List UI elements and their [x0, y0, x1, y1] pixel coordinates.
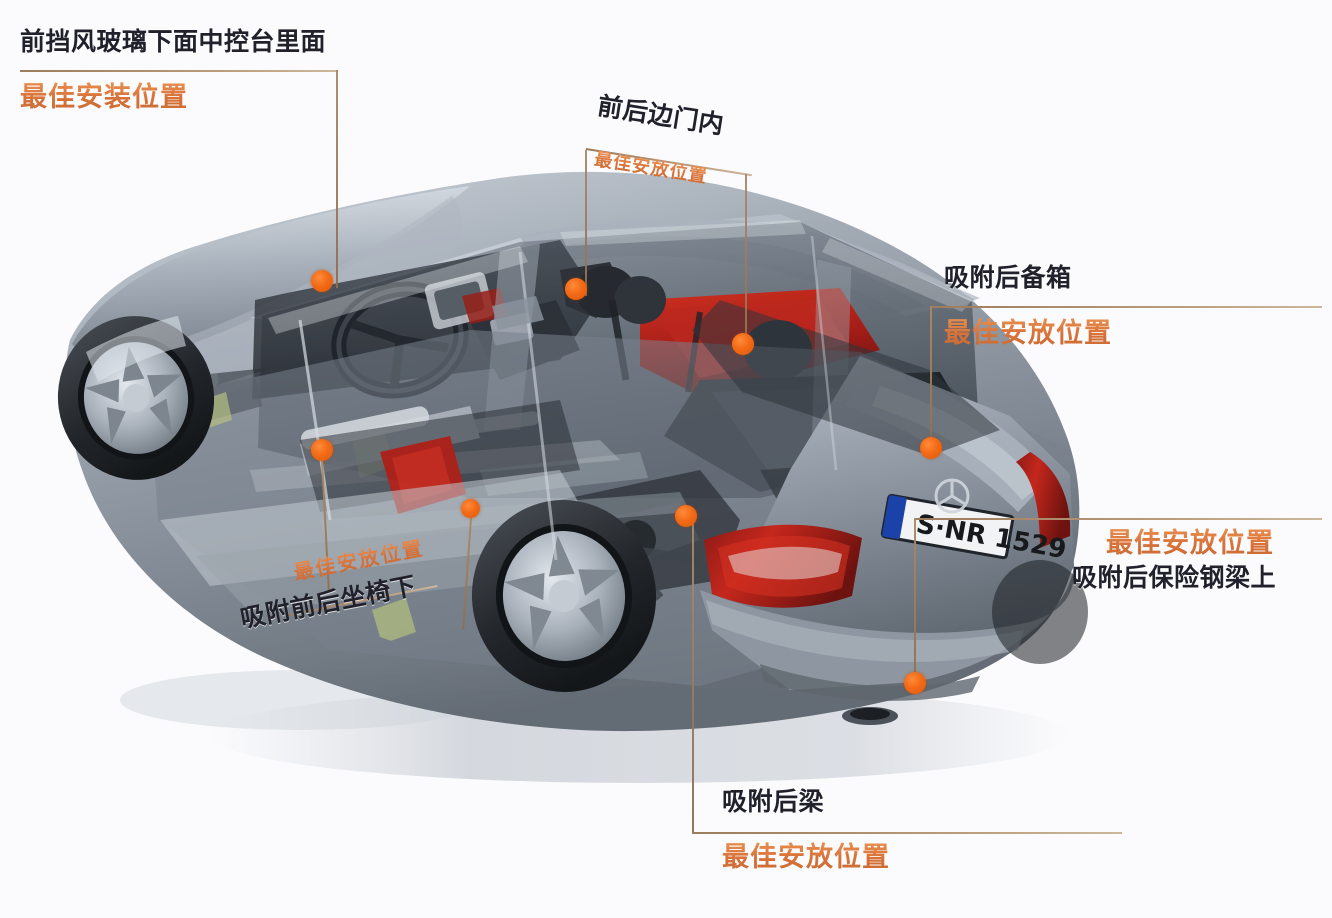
leader-rule-dashboard	[20, 70, 338, 72]
leader-vline-doors-front	[585, 150, 587, 296]
callout-trunk-accent: 最佳安放位置	[944, 318, 1112, 349]
callout-rearbeam: 吸附后梁	[722, 787, 825, 817]
leader-vline-trunk	[930, 306, 932, 454]
callout-dashboard-accent-text: 最佳安装位置	[20, 82, 188, 113]
marker-rear-seat[interactable]	[732, 333, 754, 355]
callout-trunk: 吸附后备箱	[944, 263, 1072, 293]
leader-vline-rearbeam	[692, 524, 694, 832]
leader-vline-dashboard	[336, 70, 338, 288]
leader-vline-doors-rear	[745, 174, 747, 352]
callout-rearbeam-accent-text: 最佳安放位置	[722, 842, 890, 873]
callout-bumper-title: 吸附后保险钢梁上	[1072, 563, 1277, 592]
mercedes-star-icon	[934, 478, 970, 514]
callout-dashboard-title: 前挡风玻璃下面中控台里面	[20, 27, 327, 56]
marker-under-seat-2[interactable]	[461, 499, 480, 518]
marker-bumper[interactable]	[904, 672, 926, 694]
marker-dashboard[interactable]	[311, 270, 333, 292]
marker-front-door[interactable]	[565, 278, 587, 300]
callout-rearbeam-accent: 最佳安放位置	[722, 842, 890, 873]
callout-bumper: 吸附后保险钢梁上	[1072, 563, 1277, 593]
callout-bumper-accent: 最佳安放位置	[1106, 528, 1274, 559]
leader-rule-trunk	[930, 306, 1322, 308]
callout-trunk-title: 吸附后备箱	[944, 263, 1072, 292]
callout-rearbeam-title: 吸附后梁	[722, 787, 825, 816]
marker-trunk[interactable]	[920, 437, 942, 459]
callout-trunk-accent-text: 最佳安放位置	[944, 318, 1112, 349]
callout-dashboard-accent: 最佳安装位置	[20, 82, 188, 113]
callout-bumper-accent-text: 最佳安放位置	[1106, 528, 1274, 559]
marker-under-seat-1[interactable]	[311, 439, 333, 461]
leader-rule-rearbeam	[692, 832, 1122, 834]
marker-rear-beam[interactable]	[675, 505, 697, 527]
callout-dashboard: 前挡风玻璃下面中控台里面	[20, 27, 327, 57]
leader-rule-bumper	[914, 518, 1322, 520]
leader-vline-bumper	[914, 518, 916, 690]
